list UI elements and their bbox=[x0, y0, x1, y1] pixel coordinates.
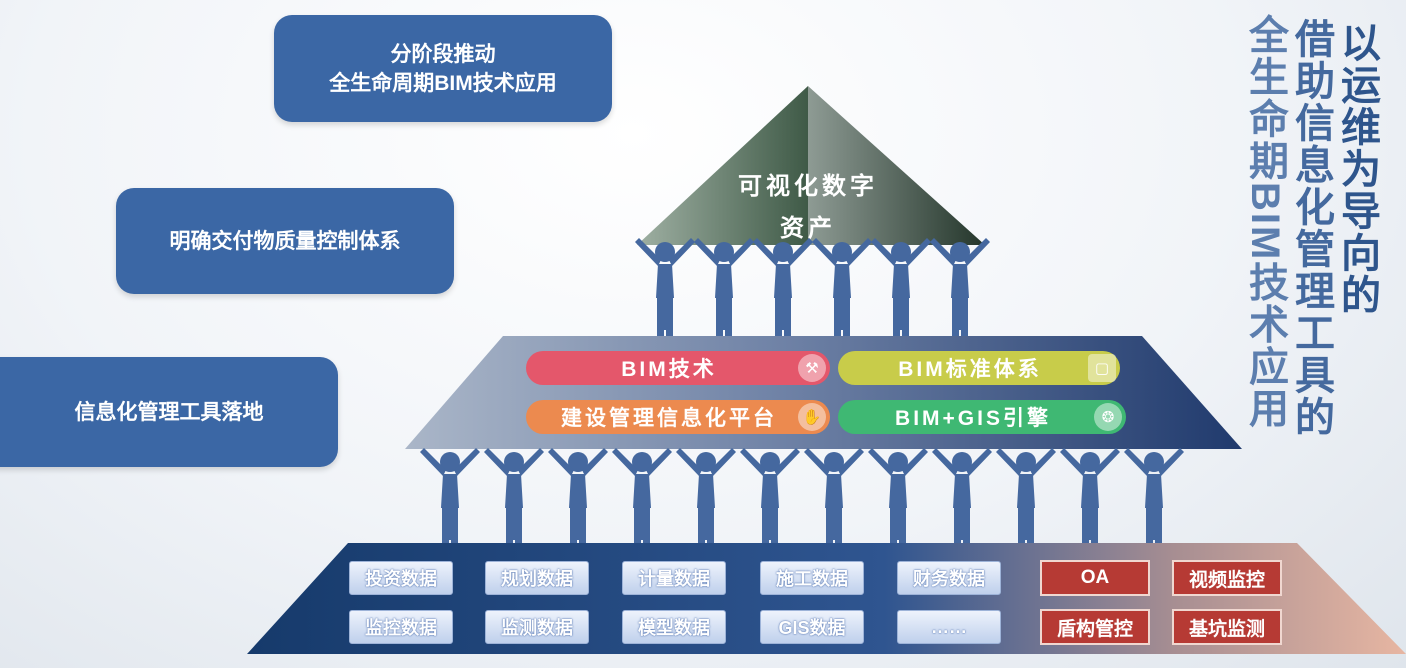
person-icon bbox=[753, 238, 813, 336]
data-item: 规划数据 bbox=[485, 561, 589, 595]
apex-label-line-2: 资产 bbox=[780, 215, 836, 242]
person-icon bbox=[932, 448, 992, 546]
data-item: GIS数据 bbox=[760, 610, 864, 644]
apex-label-line-1: 可视化数字 bbox=[738, 173, 878, 200]
system-item: 盾构管控 bbox=[1040, 609, 1150, 645]
stage-label-box: 分阶段推动 全生命周期BIM技术应用 bbox=[274, 15, 612, 122]
pill-label: 建设管理信息化平台 bbox=[561, 407, 777, 430]
hand-icon: ✋ bbox=[798, 403, 826, 431]
bim-gis-engine-pill: BIM+GIS引擎 ❂ bbox=[838, 400, 1126, 434]
quality-label: 明确交付物质量控制体系 bbox=[169, 229, 401, 253]
tools-label-box: 信息化管理工具落地 bbox=[0, 357, 338, 467]
pill-label: BIM技术 bbox=[621, 358, 717, 381]
person-icon bbox=[612, 448, 672, 546]
bim-standard-pill: BIM标准体系 ▢ bbox=[838, 351, 1120, 385]
person-icon bbox=[930, 238, 990, 336]
tools-label: 信息化管理工具落地 bbox=[74, 400, 264, 424]
middle-people-row bbox=[420, 448, 1184, 546]
book-icon: ▢ bbox=[1088, 354, 1116, 382]
wrench-icon: ⚒ bbox=[798, 354, 826, 382]
management-platform-pill: 建设管理信息化平台 ✋ bbox=[526, 400, 830, 434]
person-icon bbox=[868, 448, 928, 546]
network-icon: ❂ bbox=[1094, 403, 1122, 431]
pill-label: BIM标准体系 bbox=[898, 358, 1042, 381]
data-item: 投资数据 bbox=[349, 561, 453, 595]
system-item: 视频监控 bbox=[1172, 560, 1282, 596]
person-icon bbox=[740, 448, 800, 546]
stage-label-line-2: 全生命周期BIM技术应用 bbox=[329, 71, 557, 95]
data-item: 模型数据 bbox=[622, 610, 726, 644]
person-icon bbox=[804, 448, 864, 546]
pill-label: BIM+GIS引擎 bbox=[895, 407, 1051, 430]
person-icon bbox=[548, 448, 608, 546]
system-item: OA bbox=[1040, 560, 1150, 596]
person-icon bbox=[1124, 448, 1184, 546]
person-icon bbox=[1060, 448, 1120, 546]
vertical-title-line-1: 以运维为导向的 bbox=[1335, 22, 1379, 316]
quality-label-box: 明确交付物质量控制体系 bbox=[116, 188, 454, 294]
person-icon bbox=[484, 448, 544, 546]
data-item: …… bbox=[897, 610, 1001, 644]
data-item: 监控数据 bbox=[349, 610, 453, 644]
stage-label-line-1: 分阶段推动 bbox=[390, 42, 496, 66]
person-icon bbox=[694, 238, 754, 336]
apex-roof-right bbox=[808, 86, 985, 245]
person-icon bbox=[635, 238, 695, 336]
data-item: 监测数据 bbox=[485, 610, 589, 644]
vertical-title-line-2: 借助信息化管理工具的 bbox=[1289, 18, 1333, 438]
apex-roof-left bbox=[637, 86, 808, 245]
data-item: 财务数据 bbox=[897, 561, 1001, 595]
vertical-title-line-3: 全生命期BIM技术应用 bbox=[1243, 14, 1287, 430]
bim-technology-pill: BIM技术 ⚒ bbox=[526, 351, 830, 385]
person-icon bbox=[996, 448, 1056, 546]
person-icon bbox=[676, 448, 736, 546]
person-icon bbox=[812, 238, 872, 336]
data-item: 计量数据 bbox=[622, 561, 726, 595]
system-item: 基坑监测 bbox=[1172, 609, 1282, 645]
person-icon bbox=[871, 238, 931, 336]
data-item: 施工数据 bbox=[760, 561, 864, 595]
top-people-row bbox=[635, 238, 990, 336]
person-icon bbox=[420, 448, 480, 546]
